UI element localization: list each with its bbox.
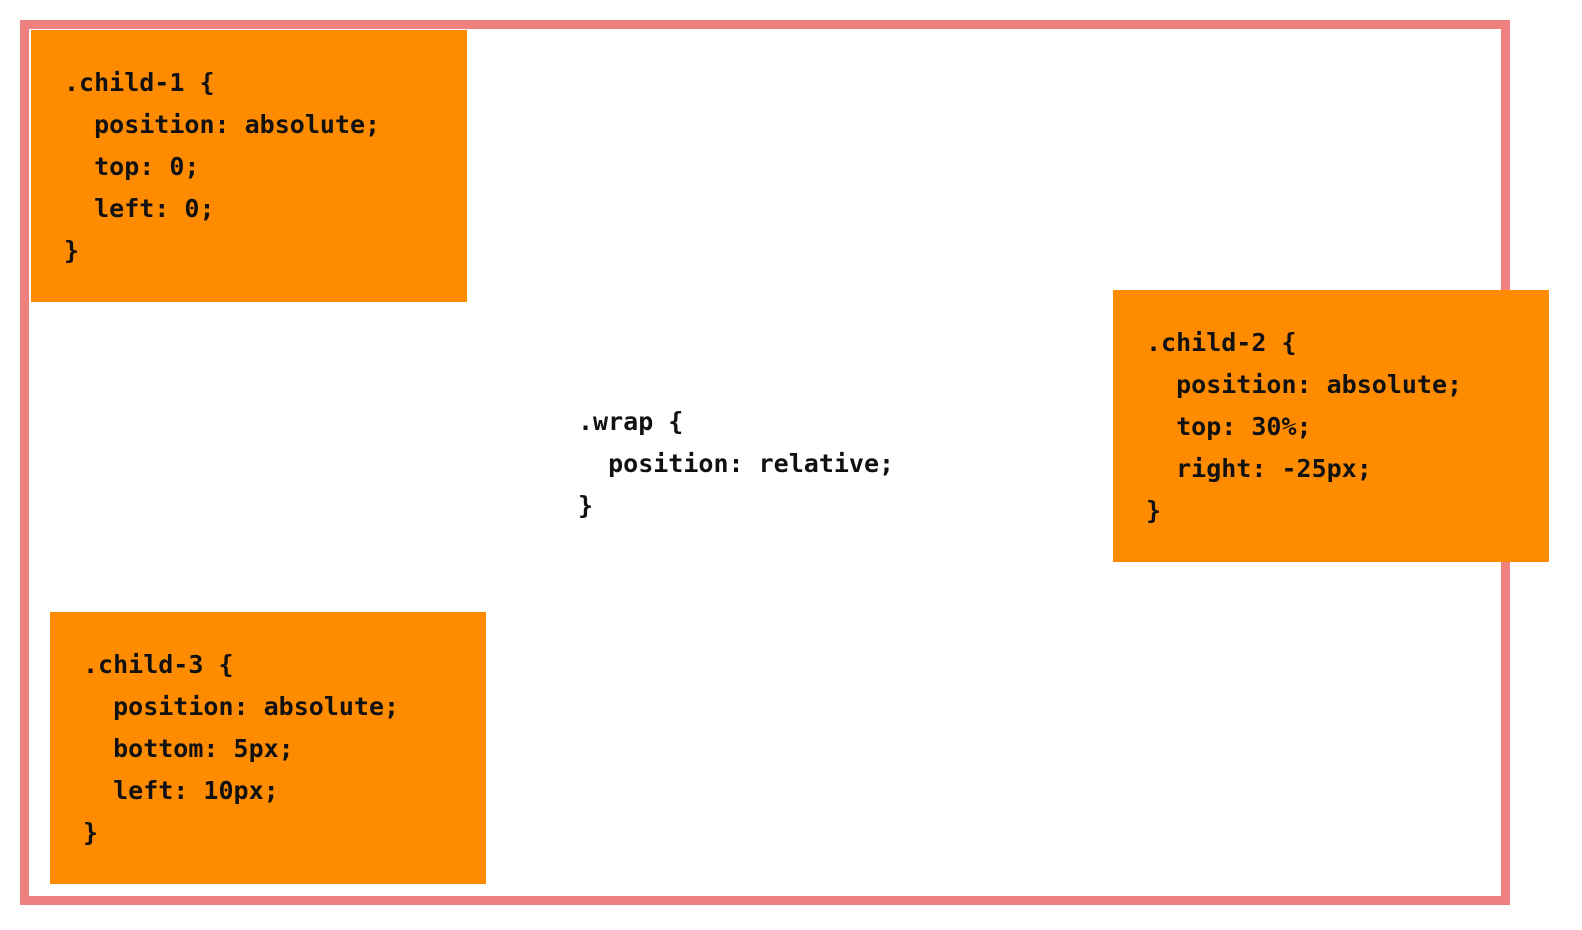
child-1-css-rule: .child-1 { position: absolute; top: 0; l… [64, 68, 381, 265]
child-3-box: .child-3 { position: absolute; bottom: 5… [50, 612, 486, 884]
wrap-css-rule: .wrap { position: relative; } [578, 407, 895, 520]
child-1-box: .child-1 { position: absolute; top: 0; l… [31, 30, 467, 302]
child-3-css-rule: .child-3 { position: absolute; bottom: 5… [83, 650, 400, 847]
child-2-box: .child-2 { position: absolute; top: 30%;… [1113, 290, 1549, 562]
child-2-css-rule: .child-2 { position: absolute; top: 30%;… [1146, 328, 1463, 525]
